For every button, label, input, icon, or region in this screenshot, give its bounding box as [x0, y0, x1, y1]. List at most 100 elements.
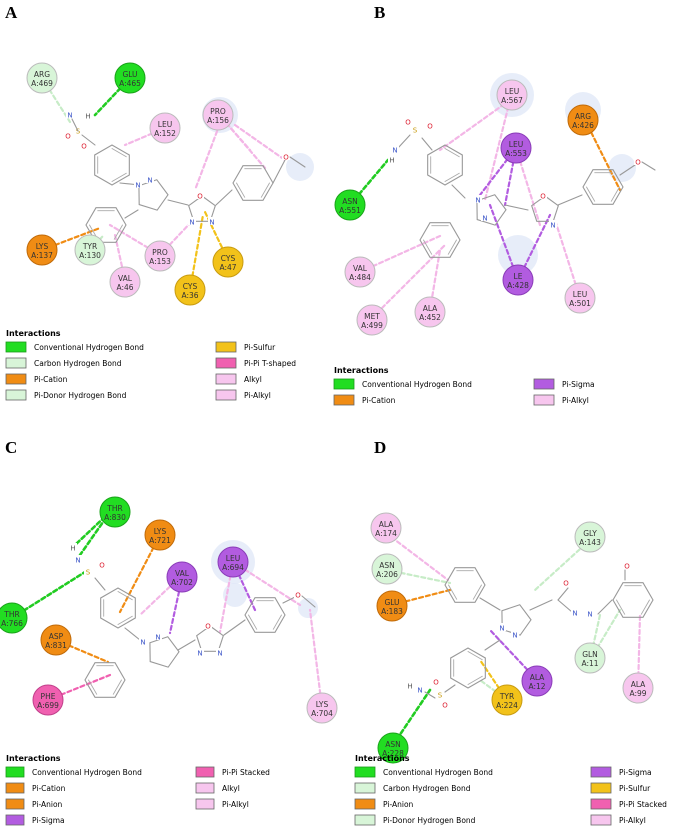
residue-disc — [376, 590, 408, 622]
ring-double-bond — [236, 182, 246, 198]
legend-label: Conventional Hydrogen Bond — [32, 768, 142, 777]
atom-bg — [411, 125, 419, 133]
ring-double-bond — [260, 182, 270, 198]
residue-name: ASN — [385, 740, 401, 749]
atom-bg — [196, 191, 204, 199]
legend-swatch — [215, 341, 237, 353]
atom-label: O — [563, 580, 569, 588]
residue-name: THR — [106, 504, 122, 513]
residue-id: A:143 — [579, 538, 601, 547]
residue-disc — [0, 602, 28, 634]
atom-bg — [404, 117, 412, 125]
residue-id: A:228 — [382, 749, 404, 758]
residue-disc — [622, 672, 654, 704]
legend-label: Pi-Donor Hydrogen Bond — [383, 816, 476, 825]
ring-double-bond — [472, 584, 482, 600]
residue-disc — [370, 512, 402, 544]
residue-name: CYS — [221, 254, 236, 263]
bond-line — [223, 619, 246, 636]
bond-line — [444, 684, 456, 693]
atom-label: N — [135, 182, 140, 190]
legend-swatch — [195, 766, 215, 778]
residue-name: CYS — [183, 282, 198, 291]
legend-swatch — [5, 389, 27, 401]
atom-label: N — [572, 610, 577, 618]
benzene-ring — [444, 567, 486, 603]
atom-bg — [84, 567, 92, 575]
bond-line — [451, 184, 466, 199]
residue-id: A:694 — [222, 563, 244, 572]
residue-disc — [344, 256, 376, 288]
atom-label: S — [76, 128, 81, 136]
residue-name: LEU — [505, 87, 519, 96]
atom-label: N — [147, 177, 152, 185]
atom-bg — [84, 111, 92, 119]
bond-line — [71, 118, 79, 132]
benzene-ring — [582, 169, 624, 205]
residue-disc — [356, 304, 388, 336]
atom-bg — [154, 632, 162, 640]
bond-line — [289, 156, 306, 168]
residue-name: LYS — [154, 527, 167, 536]
ring-double-bond — [111, 172, 127, 182]
ring-double-bond — [467, 675, 483, 685]
atom-label: H — [85, 113, 90, 121]
bond-line — [504, 204, 529, 211]
residue-id: A:153 — [149, 257, 171, 266]
residue-name: LYS — [316, 700, 329, 709]
ring-double-bond — [447, 239, 457, 255]
legend-label: Pi-Sigma — [32, 816, 65, 825]
benzene-ring — [94, 144, 130, 186]
residue-id: A:11 — [581, 659, 598, 668]
solvent-halo — [223, 583, 247, 607]
residue-node: LEA:428 — [502, 264, 534, 296]
bond-line — [282, 596, 296, 604]
residue-name: THR — [3, 610, 19, 619]
legend-label: Pi-Alkyl — [222, 800, 249, 809]
atom-bg — [196, 648, 204, 656]
ring-double-bond — [423, 239, 433, 255]
bond-line — [619, 164, 636, 176]
interaction-line — [233, 123, 287, 162]
benzene-ring — [232, 165, 274, 201]
atom-label: N — [475, 197, 480, 205]
bond-line — [557, 194, 583, 206]
residue-id: A:465 — [119, 79, 141, 88]
bond-line — [479, 597, 501, 611]
atom-bg — [282, 152, 290, 160]
residue-name: ARG — [34, 70, 50, 79]
residue-id: A:699 — [37, 701, 59, 710]
atom-bg — [562, 578, 570, 586]
atom-bg — [134, 180, 142, 188]
atom-label: N — [499, 625, 504, 633]
residue-name: GLN — [582, 650, 598, 659]
legend-label: Pi-Sigma — [562, 380, 595, 389]
residue-disc — [377, 732, 409, 764]
legend-swatch — [5, 357, 27, 369]
atom-label: H — [389, 157, 394, 165]
residue-name: LEU — [509, 140, 523, 149]
atom-bg — [146, 175, 154, 183]
interaction-line — [308, 608, 324, 710]
residue-id: A:224 — [496, 701, 518, 710]
atom-bg — [406, 681, 414, 689]
atom-bg — [80, 141, 88, 149]
residue-name: TYR — [499, 692, 514, 701]
bond-line — [557, 599, 573, 613]
legend-label: Conventional Hydrogen Bond — [34, 343, 144, 352]
